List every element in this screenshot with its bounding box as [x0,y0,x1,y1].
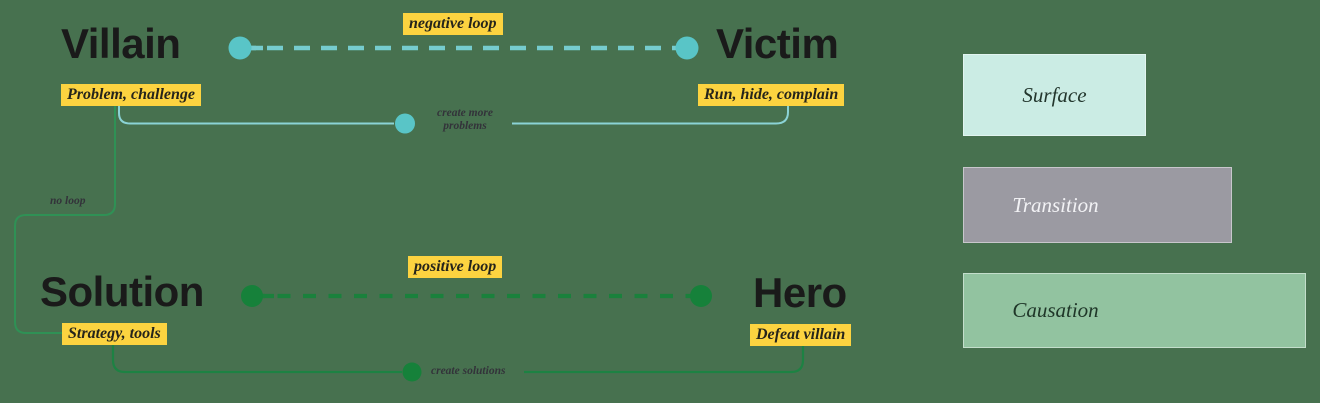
solution-title: Solution [40,268,204,315]
victim-tag: Run, hide, complain [698,84,845,107]
legend-causation: Causation [963,273,1306,348]
create-more-problems-dot [395,113,415,134]
negative-loop-label: negative loop [403,13,503,36]
create-solutions-dot [402,362,422,382]
positive-loop-return-line-right [524,345,805,374]
solution-tag: Strategy, tools [62,323,167,346]
victim-endpoint-dot [675,36,699,60]
no-loop-note: no loop [50,195,86,207]
negative-loop-return-line-left [118,104,394,125]
villain-tag: Problem, challenge [61,84,201,107]
hero-tag: Defeat villain [750,324,852,347]
legend-transition: Transition [963,167,1232,243]
legend-surface-label: Surface [1022,82,1087,107]
victim-title: Victim [716,20,839,67]
legend-causation-label: Causation [1012,298,1099,322]
create-more-problems-note: create more problems [437,107,493,133]
positive-loop-label: positive loop [408,256,503,279]
villain-endpoint-dot [228,36,252,60]
legend-transition-label: Transition [1012,192,1099,217]
negative-loop-return-line-right [512,104,789,125]
hero-title: Hero [753,269,847,316]
hero-endpoint-dot [690,285,712,307]
legend-surface: Surface [963,54,1146,136]
positive-loop-return-line-left [111,345,402,374]
create-solutions-note: create solutions [431,365,506,377]
solution-endpoint-dot [241,285,263,307]
no-loop-line [14,104,116,334]
villain-title: Villain [61,20,181,67]
